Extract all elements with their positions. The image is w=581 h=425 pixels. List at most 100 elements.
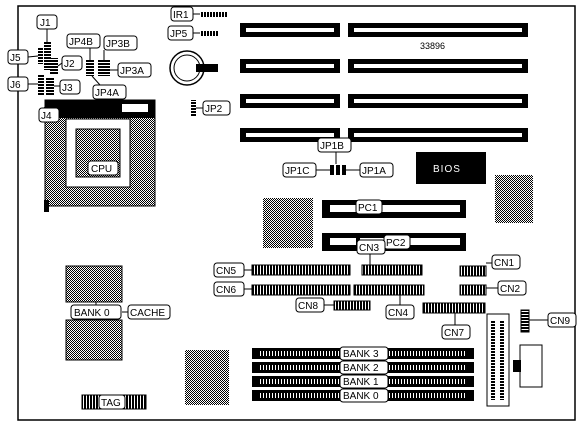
svg-text:J2: J2 xyxy=(64,59,75,70)
cn9-connector xyxy=(520,309,530,333)
label-bank-2: BANK 2 xyxy=(339,360,389,375)
jp5-header xyxy=(200,31,218,36)
label-j2: J2 xyxy=(61,55,83,71)
label-pc2: PC2 xyxy=(383,234,411,250)
cache-chip xyxy=(65,265,123,303)
label-j5: J5 xyxy=(7,49,29,65)
label-jp4a: JP4A xyxy=(92,84,127,100)
cn7-connector xyxy=(422,302,486,314)
label-j6: J6 xyxy=(7,76,29,92)
j2-header xyxy=(50,58,58,74)
label-j4: J4 xyxy=(38,107,60,123)
label-jp3a: JP3A xyxy=(117,62,152,78)
svg-text:JP3A: JP3A xyxy=(120,66,144,77)
label-cache: CACHE xyxy=(127,304,171,320)
svg-text:CN6: CN6 xyxy=(216,285,236,296)
cache-chip xyxy=(65,319,123,361)
svg-text:IR1: IR1 xyxy=(173,10,189,21)
svg-text:PC2: PC2 xyxy=(386,238,406,249)
svg-text:JP1C: JP1C xyxy=(285,166,309,177)
svg-text:JP3B: JP3B xyxy=(106,39,130,50)
cn4-connector xyxy=(353,284,425,296)
label-cpu: CPU xyxy=(87,160,119,176)
svg-text:J1: J1 xyxy=(40,18,51,29)
bios-label: BIOS xyxy=(433,164,461,175)
label-cache-bank-0: BANK 0 xyxy=(70,304,122,320)
label-jp1b: JP1B xyxy=(317,137,352,153)
label-jp1c: JP1C xyxy=(282,162,317,178)
svg-text:JP1B: JP1B xyxy=(320,141,344,152)
isa-slots xyxy=(240,23,528,142)
label-cn7: CN7 xyxy=(441,324,471,340)
svg-text:CN3: CN3 xyxy=(359,243,379,254)
label-cn6: CN6 xyxy=(213,281,245,297)
svg-text:CN2: CN2 xyxy=(500,284,520,295)
svg-text:CN1: CN1 xyxy=(494,258,514,269)
j1-header xyxy=(44,42,51,70)
cn3-connector xyxy=(361,264,423,276)
svg-text:CACHE: CACHE xyxy=(130,308,165,319)
jp2-header xyxy=(191,100,196,116)
cn1-connector xyxy=(459,265,487,277)
pci-slot xyxy=(322,200,466,218)
svg-text:CN5: CN5 xyxy=(216,266,236,277)
battery xyxy=(169,50,218,86)
svg-text:BANK 0: BANK 0 xyxy=(74,308,110,319)
jp1-jumpers xyxy=(330,165,346,175)
label-jp1a: JP1A xyxy=(359,162,394,178)
label-cn5: CN5 xyxy=(213,262,245,278)
label-j1: J1 xyxy=(36,14,58,30)
svg-text:J3: J3 xyxy=(62,83,73,94)
svg-text:JP4A: JP4A xyxy=(95,88,119,99)
svg-text:PC1: PC1 xyxy=(358,203,378,214)
part-number: 33896 xyxy=(420,41,445,51)
label-ir1: IR1 xyxy=(170,6,194,22)
j3-header xyxy=(46,78,54,96)
label-jp4b: JP4B xyxy=(66,33,101,49)
label-jp5: JP5 xyxy=(167,25,194,41)
svg-text:CN9: CN9 xyxy=(550,316,570,327)
label-cn4: CN4 xyxy=(385,304,415,320)
chipset-chip xyxy=(495,175,533,223)
svg-text:J5: J5 xyxy=(10,53,21,64)
label-cn2: CN2 xyxy=(497,280,527,296)
bios-chip xyxy=(416,152,486,184)
label-cn3: CN3 xyxy=(356,239,386,255)
svg-text:BANK 0: BANK 0 xyxy=(343,391,379,402)
ir1-header xyxy=(200,12,228,17)
power-connector xyxy=(513,344,543,388)
label-bank-1: BANK 1 xyxy=(339,374,389,389)
j5-header xyxy=(38,48,43,64)
label-tag: TAG xyxy=(98,394,126,410)
svg-text:BANK 1: BANK 1 xyxy=(343,377,379,388)
jp3b-header xyxy=(98,60,110,76)
svg-text:CN4: CN4 xyxy=(388,308,408,319)
svg-text:J4: J4 xyxy=(41,111,52,122)
svg-text:J6: J6 xyxy=(10,80,21,91)
jp4b-header xyxy=(86,60,94,76)
label-cn1: CN1 xyxy=(491,254,521,270)
label-jp2: JP2 xyxy=(202,100,231,116)
cn6-connector xyxy=(251,284,351,296)
svg-text:JP4B: JP4B xyxy=(69,37,93,48)
label-jp3b: JP3B xyxy=(103,35,138,51)
chipset-chip xyxy=(263,198,313,248)
label-bank-0: BANK 0 xyxy=(339,388,389,403)
label-bank-3: BANK 3 xyxy=(339,346,389,361)
label-pc1: PC1 xyxy=(355,199,383,215)
label-j3: J3 xyxy=(59,79,81,95)
svg-text:JP5: JP5 xyxy=(170,29,188,40)
svg-text:CN7: CN7 xyxy=(444,328,464,339)
keyboard-connector xyxy=(486,313,510,407)
svg-text:CN8: CN8 xyxy=(298,301,318,312)
io-chip xyxy=(185,350,229,405)
svg-text:BANK 2: BANK 2 xyxy=(343,363,379,374)
cn2-connector xyxy=(459,284,487,296)
cpu-socket xyxy=(44,99,156,212)
cn8-connector xyxy=(333,300,371,311)
j6-header xyxy=(38,74,44,96)
label-cn9: CN9 xyxy=(547,312,577,328)
label-cn8: CN8 xyxy=(295,297,325,313)
svg-text:TAG: TAG xyxy=(101,398,121,409)
